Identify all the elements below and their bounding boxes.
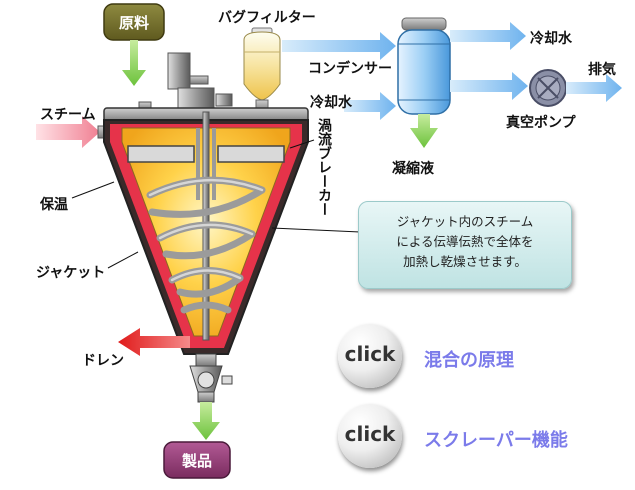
condenser-icon <box>397 29 451 115</box>
gearbox-icon <box>177 87 215 111</box>
exhaust-label: 排気 <box>588 62 616 78</box>
jacket-leader <box>107 251 139 269</box>
vapor-arrow <box>282 32 396 60</box>
mixing-principle-link[interactable]: 混合の原理 <box>424 350 514 371</box>
jacket-label: ジャケット <box>36 265 106 281</box>
insulation-label: 保温 <box>40 197 68 213</box>
click-icon-text: click <box>344 422 396 446</box>
exhaust-arrow <box>566 74 622 102</box>
cooling-water-out-arrow <box>450 22 526 50</box>
product-arrow <box>192 402 220 440</box>
raw-material-label: 原料 <box>118 14 149 32</box>
vortex-breaker-label: 渦流ブレーカー <box>316 118 332 216</box>
vacuum-pump-label: 真空ポンプ <box>506 115 576 131</box>
drain-label: ドレン <box>82 353 124 369</box>
cooling-water-in-label: 冷却水 <box>310 95 352 111</box>
vortex-breaker-leader <box>289 139 315 149</box>
explanation-note: ジャケット内のスチーム による伝導伝熱で全体を 加熱し乾燥させます。 <box>358 201 572 289</box>
bag-filter-label: バグフィルター <box>218 10 316 26</box>
scraper-function-link[interactable]: スクレーパー機能 <box>424 430 568 451</box>
click-icon-text: click <box>344 342 396 366</box>
mixing-principle-click-button[interactable]: click <box>338 324 402 388</box>
condenser-label: コンデンサー <box>308 61 392 77</box>
steam-label: スチーム <box>40 107 96 123</box>
condensate-arrow <box>410 114 438 148</box>
note-leader <box>271 227 361 233</box>
scraper-function-click-button[interactable]: click <box>338 404 402 468</box>
insulation-leader <box>71 181 115 199</box>
steam-arrow <box>36 116 100 148</box>
raw-material-arrow <box>122 40 146 86</box>
product-box <box>163 441 231 479</box>
drain-arrow <box>118 328 190 356</box>
product-label: 製品 <box>181 452 212 470</box>
scraper-blade-right <box>217 145 285 163</box>
cooling-water-out-label: 冷却水 <box>530 31 572 47</box>
condensate-label: 凝縮液 <box>392 161 434 177</box>
scraper-blade-left <box>127 145 195 163</box>
explanation-note-text: ジャケット内のスチーム による伝導伝熱で全体を 加熱し乾燥させます。 <box>396 214 534 269</box>
to-pump-arrow <box>450 72 528 100</box>
cooling-water-in-arrow <box>344 92 396 120</box>
motor-icon <box>167 52 191 90</box>
bag-filter-icon <box>243 31 281 101</box>
